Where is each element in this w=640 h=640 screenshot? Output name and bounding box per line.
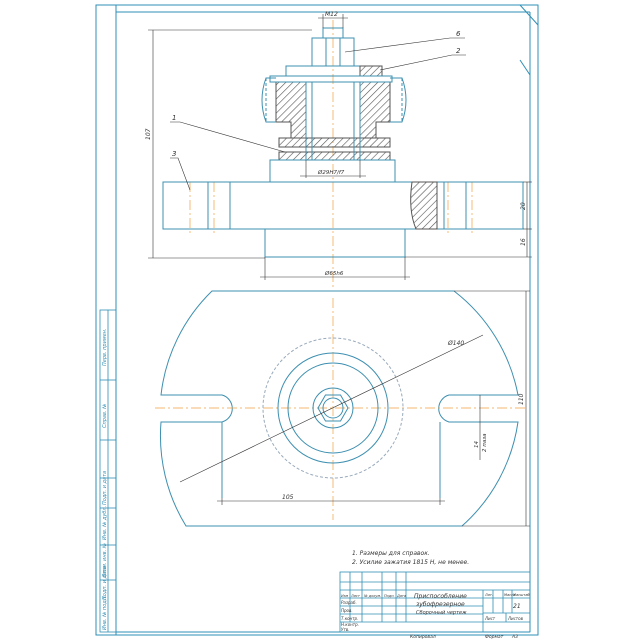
flange-section bbox=[410, 181, 438, 230]
dim-bore-label: Ø29H7/f7 bbox=[317, 169, 345, 176]
side-stamp-label: Подп. и дата bbox=[102, 566, 108, 600]
clamp-plate bbox=[269, 65, 393, 83]
plan-outline bbox=[159, 290, 519, 527]
drawing-title-line: Сборочный чертеж bbox=[416, 610, 467, 616]
dim-spigot-height-label: 16 bbox=[520, 238, 527, 246]
copied-label: Копировал bbox=[410, 634, 436, 640]
callout-2: 2 bbox=[456, 47, 461, 55]
dim-thread bbox=[318, 14, 348, 28]
front-view: M12 107 Ø29H7/f7 20 16 Ø6 bbox=[145, 11, 532, 290]
fixture-body bbox=[269, 81, 396, 183]
side-stamp-label: Перв. примен. bbox=[102, 328, 108, 366]
callout-6: 6 bbox=[456, 30, 461, 38]
role-label: Разраб. bbox=[341, 600, 357, 605]
side-stamp-label: Инв. № подл. bbox=[102, 596, 108, 631]
role-label: Утв. bbox=[341, 627, 349, 632]
title-block-header: Масса bbox=[504, 593, 515, 597]
plan-view: Ø140 110 105 14 2 паза bbox=[155, 290, 530, 527]
title-block-header: Лит. bbox=[484, 593, 493, 597]
callout-1: 1 bbox=[172, 114, 176, 122]
note-line: 1. Размеры для справок. bbox=[352, 550, 430, 557]
note-line: 2. Усилие зажатия 1815 Н, не менее. bbox=[352, 559, 469, 566]
sheet-label: Лист bbox=[484, 616, 496, 621]
dim-plan-height-label: 110 bbox=[518, 393, 525, 405]
sheet-frame bbox=[95, 4, 539, 636]
dim-outer-dia bbox=[179, 334, 484, 483]
dim-spigot-label: Ø65h6 bbox=[324, 270, 344, 277]
dim-height bbox=[148, 29, 312, 259]
side-stamp bbox=[99, 309, 117, 633]
format-value: А3 bbox=[511, 634, 518, 640]
sheet-value: 21 bbox=[513, 603, 521, 610]
title-block-header: Масштаб bbox=[513, 593, 530, 597]
plan-axes bbox=[155, 298, 525, 520]
title-block bbox=[339, 571, 531, 633]
sheet-label: Листов bbox=[507, 616, 524, 621]
rev-header: Подп. bbox=[384, 594, 395, 598]
dim-slot-note: 2 паза bbox=[482, 433, 488, 452]
dim-thread-label: M12 bbox=[325, 11, 338, 18]
format-label: Формат bbox=[485, 634, 504, 640]
side-stamp-label: Инв. № дубл. bbox=[102, 506, 108, 540]
side-rings bbox=[261, 77, 407, 123]
callout-leaders bbox=[170, 37, 466, 191]
base-flange bbox=[162, 181, 524, 230]
drawing-title-line: Приспособление bbox=[414, 593, 467, 600]
drawing-title-line: зубофрезерное bbox=[416, 601, 465, 608]
dim-plan-width-label: 105 bbox=[282, 494, 294, 501]
dim-right bbox=[405, 181, 532, 258]
dim-outer-dia-label: Ø140 bbox=[447, 340, 464, 347]
rev-header: Дата bbox=[396, 594, 406, 598]
slot-lines bbox=[221, 422, 441, 498]
dim-plan-height bbox=[454, 290, 530, 527]
role-label: Пров. bbox=[341, 608, 353, 613]
dim-flange-label: 20 bbox=[520, 202, 527, 210]
rev-header: Изм bbox=[341, 594, 348, 598]
rev-header: № докум. bbox=[363, 594, 381, 598]
role-label: Н.контр. bbox=[341, 622, 359, 627]
callout-3: 3 bbox=[172, 150, 176, 158]
side-stamp-labels: Перв. примен. Справ. № Подп. и дата Инв.… bbox=[102, 328, 108, 630]
side-stamp-label: Справ. № bbox=[102, 404, 108, 428]
dim-plan-width bbox=[217, 498, 445, 505]
side-stamp-label: Подп. и дата bbox=[102, 471, 108, 505]
rev-header: Лист bbox=[350, 594, 361, 598]
spigot bbox=[264, 228, 406, 258]
title-block-text: Изм Лист № докум. Подп. Дата Разраб. Про… bbox=[341, 593, 530, 640]
nut bbox=[311, 27, 355, 67]
side-stamp-label: Взам. инв. № bbox=[102, 543, 108, 577]
dim-spigot bbox=[260, 257, 410, 280]
dim-slot-label: 14 bbox=[474, 441, 480, 448]
notes: 1. Размеры для справок. 2. Усилие зажати… bbox=[352, 550, 469, 566]
dim-height-label: 107 bbox=[145, 128, 152, 140]
plan-circles bbox=[262, 337, 404, 479]
dim-bore bbox=[300, 160, 366, 178]
role-label: Т.контр. bbox=[341, 616, 358, 621]
